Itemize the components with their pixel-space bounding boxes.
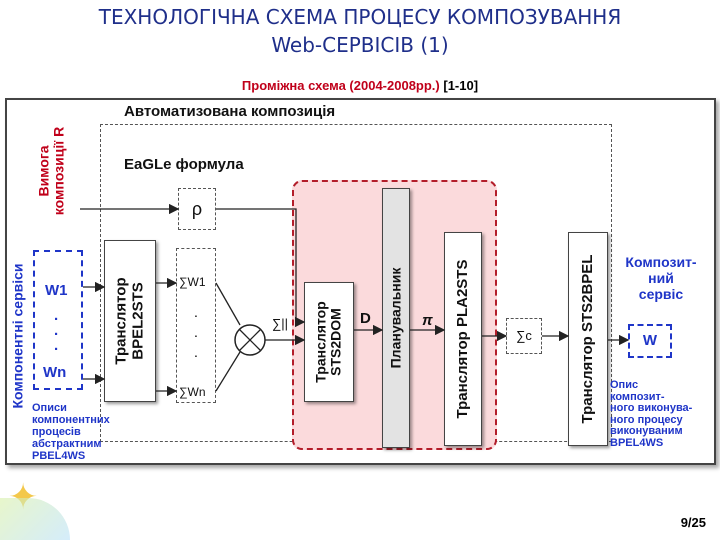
right-note-line: ного процесу: [610, 413, 683, 426]
plan-pi-label: π: [422, 312, 433, 329]
rho-symbol: ρ: [191, 199, 203, 219]
dot-1: .: [54, 307, 59, 324]
right-note-line: виконуваним: [610, 425, 683, 437]
left-note: Описи компонентних процесів абстрактним …: [32, 402, 110, 462]
subtitle-period: Проміжна схема (2004-2008рр.): [241, 78, 440, 93]
sigma-w1: ∑W1: [179, 275, 206, 289]
right-note-line: BPEL4WS: [610, 436, 664, 449]
line-sigma-wn-to-product: [215, 351, 241, 392]
sigma-column: ∑W1 . . . ∑Wn: [176, 248, 216, 403]
left-note-line: Описи: [32, 402, 67, 414]
diagram-subtitle: Проміжна схема (2004-2008рр.) [1-10]: [0, 78, 720, 93]
left-note-line: PBEL4WS: [32, 450, 86, 462]
domain-d-label: D: [360, 310, 371, 327]
left-note-line: процесів: [32, 426, 81, 438]
component-services-box: W1 . . . Wn: [33, 250, 83, 390]
right-note-line: Опис: [610, 379, 639, 391]
composite-line: Композит-: [625, 254, 697, 270]
translator-sts2dom: Транслятор STS2DOM: [304, 282, 354, 402]
sigma-dot-2: .: [194, 324, 198, 340]
sigma-c-label: ∑c: [516, 328, 532, 343]
composite-line: ний: [648, 270, 674, 286]
page-title-line2: Web-СЕРВІСІВ (1): [271, 33, 449, 57]
line-sigma-w1-to-product: [215, 282, 241, 326]
sigma-wn: ∑Wn: [179, 385, 206, 399]
right-note-line: композит-: [610, 390, 665, 403]
subtitle-reference: [1-10]: [443, 78, 479, 93]
right-note: Опис композит- ного виконува- ного проце…: [610, 379, 693, 449]
translator-sts2bpel: Транслятор STS2BPEL: [568, 232, 608, 446]
page-number: 9/25: [680, 515, 706, 530]
w1-label: W1: [45, 282, 68, 299]
translator-bpel2sts: Транслятор BPEL2STS: [104, 240, 156, 402]
composite-service-label: Композит- ний сервіс: [620, 254, 702, 302]
translator-pla2sts: Транслятор PLA2STS: [444, 232, 482, 446]
left-note-line: абстрактним: [32, 438, 102, 450]
left-note-line: компонентних: [32, 414, 110, 426]
dot-3: .: [54, 337, 59, 354]
right-note-line: ного виконува-: [610, 402, 693, 414]
eagle-formula-label: EaGLe формула: [124, 156, 244, 173]
arrow-rho-to-sts2dom: [216, 208, 306, 328]
composite-w-label: W: [642, 332, 658, 349]
sigma-dot-3: .: [194, 344, 198, 360]
wn-label: Wn: [43, 364, 67, 381]
dot-2: .: [54, 322, 59, 339]
auto-composition-label: Автоматизована композиція: [124, 103, 336, 120]
page-title-line1: ТЕХНОЛОГІЧНА СХЕМА ПРОЦЕСУ КОМПОЗУВАННЯ: [98, 5, 622, 29]
composite-line: сервіс: [638, 286, 684, 302]
sigma-dot-1: .: [194, 304, 198, 320]
sigma-parallel-label: ∑||: [272, 316, 289, 331]
planner-box: Планувальник: [382, 188, 410, 448]
